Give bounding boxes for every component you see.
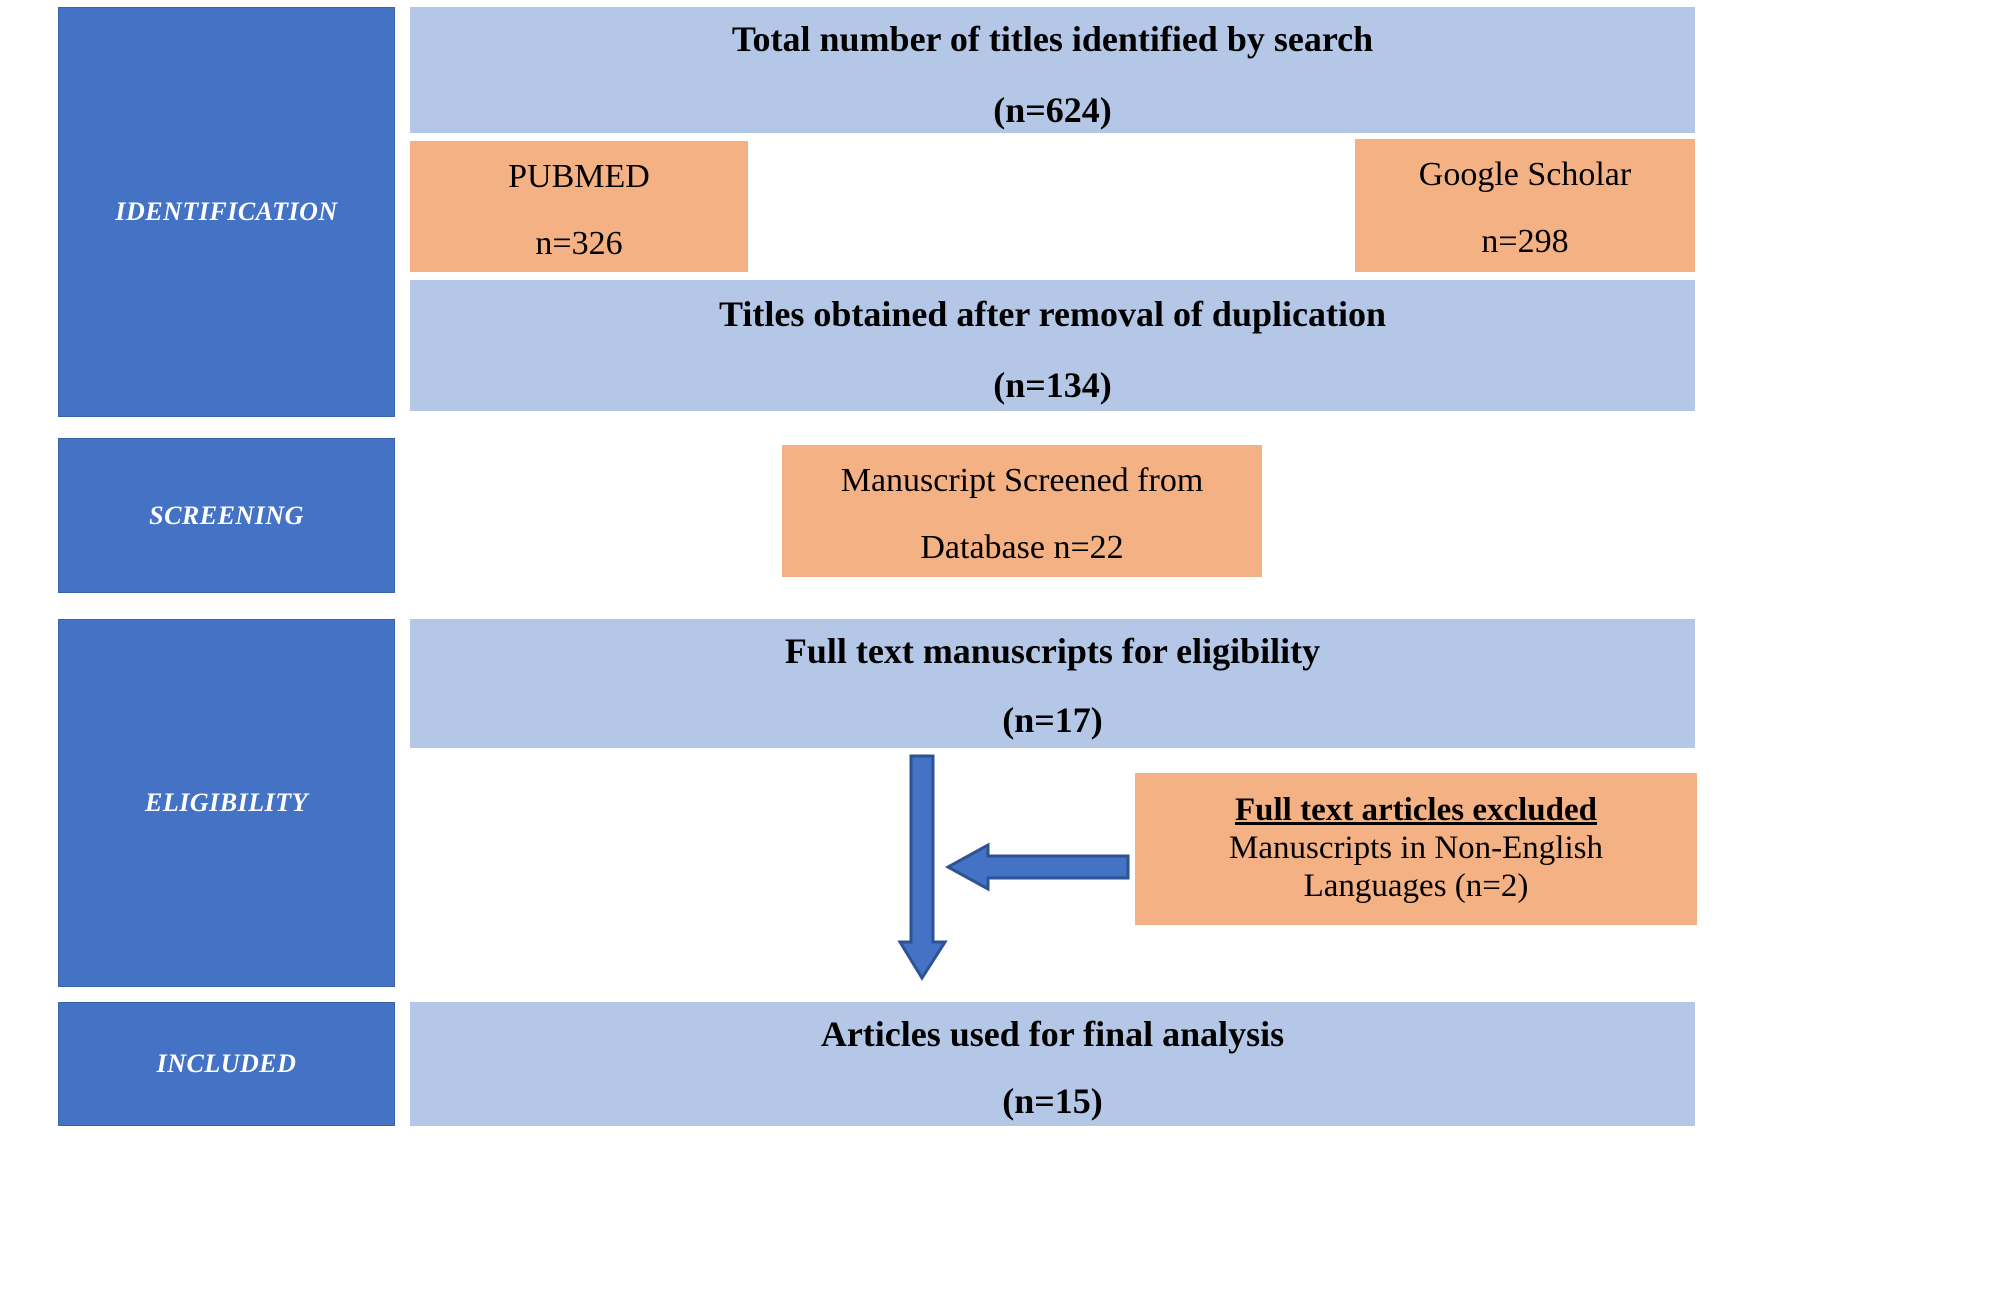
box-total-identified-title: Total number of titles identified by sea… <box>731 19 1374 59</box>
box-google-scholar: Google Scholar n=298 <box>1355 139 1695 272</box>
box-screened: Manuscript Screened from Database n=22 <box>782 445 1262 577</box>
box-after-dedup-count: (n=134) <box>993 365 1112 406</box>
box-pubmed-count: n=326 <box>535 225 623 263</box>
arrow-layer <box>897 754 1130 981</box>
stage-screening: SCREENING <box>58 438 395 593</box>
stage-screening-label: SCREENING <box>149 500 304 530</box>
box-after-dedup: Titles obtained after removal of duplica… <box>410 280 1695 411</box>
box-full-text-eligibility: Full text manuscripts for eligibility (n… <box>410 619 1695 748</box>
box-screened-line2: Database n=22 <box>920 529 1124 567</box>
box-after-dedup-title: Titles obtained after removal of duplica… <box>718 294 1386 334</box>
stage-included-label: INCLUDED <box>156 1049 297 1078</box>
box-full-text-eligibility-count: (n=17) <box>1002 700 1103 741</box>
stage-identification: IDENTIFICATION <box>58 7 395 417</box>
stage-included: INCLUDED <box>58 1002 395 1126</box>
box-google-scholar-count: n=298 <box>1481 223 1569 261</box>
box-final-analysis-count: (n=15) <box>1002 1081 1103 1122</box>
box-pubmed: PUBMED n=326 <box>410 141 748 272</box>
stage-identification-label: IDENTIFICATION <box>115 197 338 226</box>
box-screened-line1: Manuscript Screened from <box>840 462 1204 499</box>
box-final-analysis: Articles used for final analysis (n=15) <box>410 1002 1695 1126</box>
box-excluded-line3: Languages (n=2) <box>1303 867 1529 904</box>
stage-eligibility-label: ELIGIBILITY <box>145 788 308 817</box>
stage-eligibility: ELIGIBILITY <box>58 619 395 987</box>
box-pubmed-title: PUBMED <box>508 158 650 195</box>
box-full-text-eligibility-title: Full text manuscripts for eligibility <box>784 631 1321 671</box>
box-total-identified-count: (n=624) <box>993 90 1112 131</box>
box-final-analysis-title: Articles used for final analysis <box>820 1014 1285 1054</box>
exclusion-left-arrow <box>944 842 1130 892</box>
box-excluded-title: Full text articles excluded <box>1234 792 1597 829</box>
box-excluded: Full text articles excluded Manuscripts … <box>1135 773 1697 925</box>
box-total-identified: Total number of titles identified by sea… <box>410 7 1695 133</box>
box-google-scholar-title: Google Scholar <box>1418 156 1632 193</box>
down-arrow <box>897 754 948 981</box>
box-excluded-line2: Manuscripts in Non-English <box>1229 830 1603 867</box>
